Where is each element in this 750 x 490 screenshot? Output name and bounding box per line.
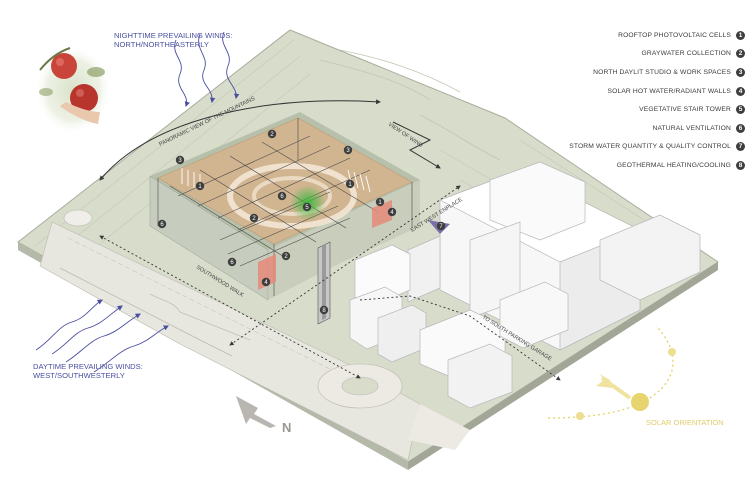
apple-photo xyxy=(35,46,111,134)
legend-item: GRAYWATER COLLECTION 2 xyxy=(505,45,745,64)
legend-number-badge: 4 xyxy=(736,87,745,96)
legend-number-badge: 8 xyxy=(736,161,745,170)
legend-item: VEGETATIVE STAIR TOWER 5 xyxy=(505,100,745,119)
night-wind-direction: NORTH/NORTHEASTERLY xyxy=(114,40,232,49)
legend-item: ROOFTOP PHOTOVOLTAIC CELLS 1 xyxy=(505,26,745,45)
legend-label: VEGETATIVE STAIR TOWER xyxy=(639,106,731,113)
legend: ROOFTOP PHOTOVOLTAIC CELLS 1 GRAYWATER C… xyxy=(505,26,745,175)
night-wind-label: NIGHTTIME PREVAILING WINDS: NORTH/NORTHE… xyxy=(114,31,232,49)
legend-number-badge: 7 xyxy=(736,142,745,151)
legend-number-badge: 5 xyxy=(736,105,745,114)
legend-label: GEOTHERMAL HEATING/COOLING xyxy=(617,162,731,169)
north-label: N xyxy=(282,420,291,435)
legend-label: NORTH DAYLIT STUDIO & WORK SPACES xyxy=(593,69,731,76)
day-wind-label: DAYTIME PREVAILING WINDS: WEST/SOUTHWEST… xyxy=(33,362,143,380)
legend-item: NATURAL VENTILATION 6 xyxy=(505,119,745,138)
legend-number-badge: 3 xyxy=(736,68,745,77)
solar-orientation-label: SOLAR ORIENTATION xyxy=(646,418,724,427)
legend-label: STORM WATER QUANTITY & QUALITY CONTROL xyxy=(569,143,731,150)
legend-item: SOLAR HOT WATER/RADIANT WALLS 4 xyxy=(505,82,745,101)
legend-number-badge: 1 xyxy=(736,31,745,40)
legend-label: GRAYWATER COLLECTION xyxy=(642,50,731,57)
legend-number-badge: 2 xyxy=(736,49,745,58)
legend-label: SOLAR HOT WATER/RADIANT WALLS xyxy=(607,88,731,95)
night-wind-title: NIGHTTIME PREVAILING WINDS: xyxy=(114,31,232,40)
legend-label: ROOFTOP PHOTOVOLTAIC CELLS xyxy=(618,32,731,39)
legend-number-badge: 6 xyxy=(736,124,745,133)
legend-item: GEOTHERMAL HEATING/COOLING 8 xyxy=(505,156,745,175)
legend-label: NATURAL VENTILATION xyxy=(652,125,731,132)
day-wind-direction: WEST/SOUTHWESTERLY xyxy=(33,371,143,380)
legend-item: STORM WATER QUANTITY & QUALITY CONTROL 7 xyxy=(505,138,745,157)
north-arrow: N xyxy=(236,396,291,435)
day-wind-title: DAYTIME PREVAILING WINDS: xyxy=(33,362,143,371)
legend-item: NORTH DAYLIT STUDIO & WORK SPACES 3 xyxy=(505,63,745,82)
